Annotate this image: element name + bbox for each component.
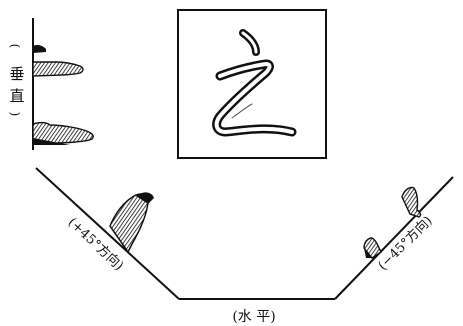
minus45-label: (−45°方向) [375,213,436,274]
minus45-axis-line [334,176,454,300]
vertical-label: ( 垂 直 ) [8,44,25,117]
plus45-projection-profile [109,192,154,254]
character-glyph-outline [212,29,297,137]
vertical-label-char-2: 直 [9,87,24,105]
horizontal-label: (水 平) [232,309,275,325]
plus45-axis-line [35,167,180,300]
vertical-projection-profile [32,45,94,145]
vertical-label-close: ) [8,112,22,117]
vertical-label-open: ( [8,44,22,49]
minus45-projection-profile [363,186,422,259]
vertical-label-char-1: 垂 [9,65,24,83]
